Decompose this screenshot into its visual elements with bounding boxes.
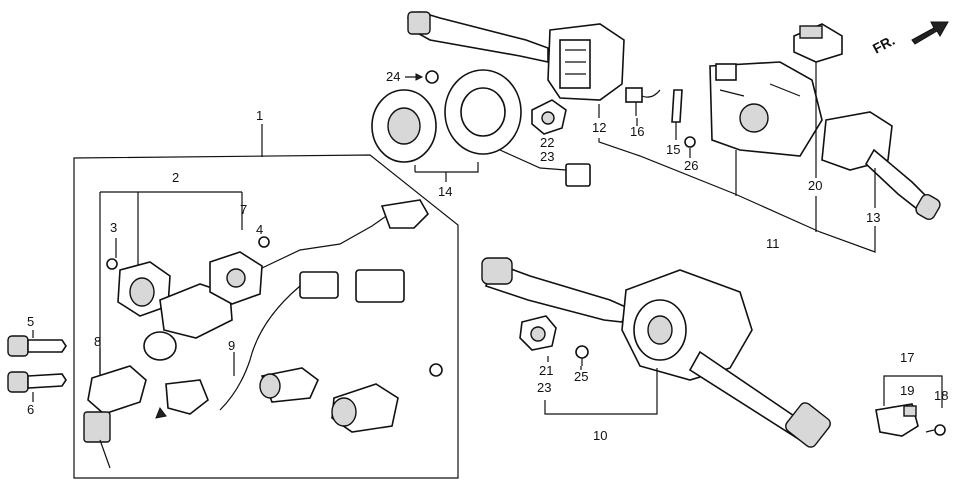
- front-arrow-icon: [911, 21, 949, 45]
- combination-switch-body: [709, 61, 823, 157]
- callout-18: 18: [934, 388, 948, 403]
- key-6: [7, 371, 67, 393]
- wiper-switch-13: [821, 111, 941, 221]
- callout-15: 15: [666, 142, 680, 157]
- callout-2: 2: [172, 170, 179, 185]
- callout-5: 5: [27, 314, 34, 329]
- callout-23-lower: 23: [537, 380, 551, 395]
- top-combination-switch: [407, 11, 625, 101]
- lower-combination-switch: [481, 257, 831, 448]
- callout-24: 24: [386, 69, 400, 84]
- callout-6: 6: [27, 402, 34, 417]
- callout-13: 13: [866, 210, 880, 225]
- callout-10: 10: [593, 428, 607, 443]
- callout-labels: 1 2 3 4 5 6 7 8 9 10 11 12 13 14 15 16 1…: [27, 69, 948, 443]
- screw-25: [575, 345, 589, 366]
- callout-26: 26: [684, 158, 698, 173]
- screw-24: [405, 70, 439, 84]
- callout-19: 19: [900, 383, 914, 398]
- switch-part-22: [531, 99, 567, 135]
- callout-8: 8: [94, 334, 101, 349]
- front-direction-label: FR.: [870, 32, 897, 57]
- callout-3: 3: [110, 220, 117, 235]
- clip-15: [671, 89, 683, 140]
- wire-harness-9: [165, 271, 339, 415]
- callout-22: 22: [540, 135, 554, 150]
- front-direction-indicator: FR.: [870, 21, 949, 57]
- callout-16: 16: [630, 124, 644, 139]
- ignition-lock-housing: [99, 191, 429, 404]
- connector-20: [793, 23, 843, 63]
- key-5: [7, 335, 67, 357]
- lock-cylinders: [155, 269, 443, 433]
- ignition-cylinder-8: [83, 365, 147, 469]
- callout-4: 4: [256, 222, 263, 237]
- callout-7: 7: [240, 202, 247, 217]
- ignition-group-frame: [73, 124, 459, 479]
- callout-25: 25: [574, 369, 588, 384]
- screws-3-4: [106, 236, 270, 270]
- sensor-16: [625, 87, 661, 116]
- switch-17: [875, 375, 946, 437]
- callout-9: 9: [228, 338, 235, 353]
- callout-11: 11: [766, 236, 780, 251]
- callout-14: 14: [438, 184, 452, 199]
- callout-12: 12: [592, 120, 606, 135]
- callout-17: 17: [900, 350, 914, 365]
- switch-part-21: [519, 315, 557, 351]
- leader-lines: [32, 62, 876, 402]
- callout-20: 20: [808, 178, 822, 193]
- cable-reel-assembly: [371, 69, 591, 187]
- callout-23-upper: 23: [540, 149, 554, 164]
- callout-1: 1: [256, 108, 263, 123]
- callout-21: 21: [539, 363, 553, 378]
- screw-26: [684, 136, 696, 152]
